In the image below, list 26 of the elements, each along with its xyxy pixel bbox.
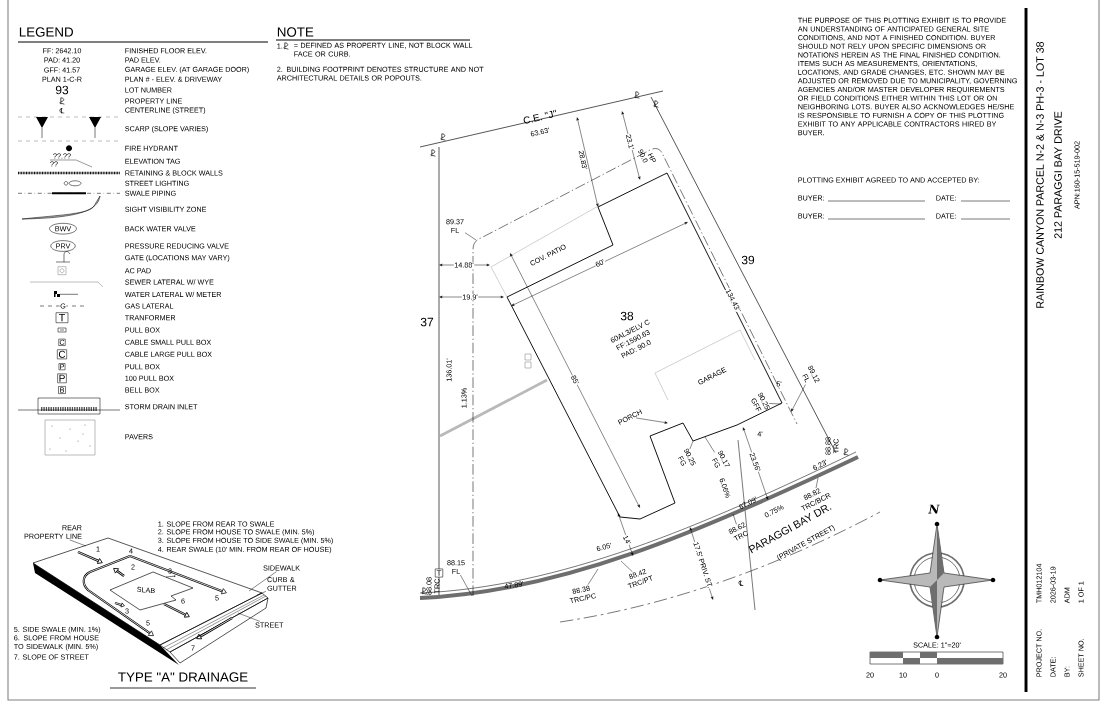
leader-line	[689, 440, 694, 450]
leader-line	[248, 571, 277, 592]
legend-sample: 93	[55, 85, 69, 95]
leader-line	[460, 574, 473, 597]
leader-line	[237, 612, 261, 622]
lot-number: 39	[741, 255, 755, 265]
leader-line	[464, 232, 477, 241]
easement-label: C.E. "J"	[523, 109, 556, 124]
leader-line	[704, 436, 715, 453]
lot-number: 37	[420, 317, 434, 327]
leader-line	[620, 560, 633, 573]
leader-line	[768, 403, 782, 405]
project-title: RAINBOW CANYON PARCEL N-2 & N-3 PH-3 - LOT 38	[1036, 41, 1044, 308]
legend-heading: LEGEND	[19, 27, 73, 37]
leader-arrow	[791, 384, 806, 412]
leader-line	[587, 568, 599, 585]
leader-line	[69, 539, 87, 547]
north-label: N	[928, 504, 940, 514]
leader-line	[732, 513, 737, 525]
lot-number: 38	[620, 311, 634, 321]
drawing-title: TYPE "A" DRAINAGE	[118, 672, 248, 682]
note-heading: NOTE	[277, 27, 314, 37]
leader-line	[815, 477, 819, 489]
address-text: 212 PARAGGI BAY DRIVE	[1054, 111, 1062, 239]
leader-arrow	[635, 417, 668, 424]
leader-line	[256, 591, 267, 596]
